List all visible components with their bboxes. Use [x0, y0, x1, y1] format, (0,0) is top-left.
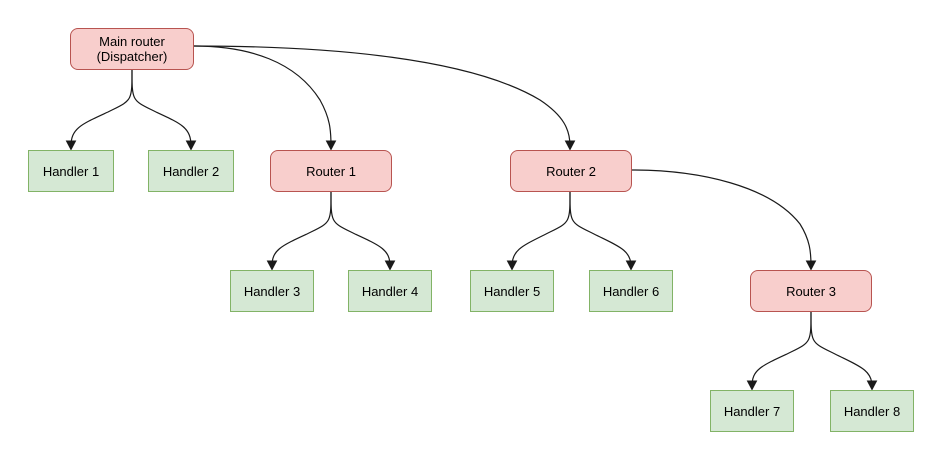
node-label: Main router (Dispatcher)	[96, 34, 168, 64]
node-router3[interactable]: Router 3	[750, 270, 872, 312]
node-handler4[interactable]: Handler 4	[348, 270, 432, 312]
edge-router2-to-router3	[631, 169, 812, 267]
arrow-head-icon	[65, 140, 77, 151]
node-label: Handler 1	[42, 163, 100, 179]
arrow-head-icon	[564, 140, 576, 151]
edge-main-to-router1	[193, 45, 332, 147]
arrow-head-icon	[384, 260, 396, 271]
node-handler6[interactable]: Handler 6	[589, 270, 673, 312]
edge-router3-to-handler8	[810, 311, 873, 387]
arrow-head-icon	[266, 260, 278, 271]
edge-router3-to-handler7	[751, 311, 812, 387]
edge-main-to-handler1	[70, 69, 133, 147]
node-label: Router 1	[306, 163, 356, 179]
edge-router2-to-handler5	[511, 191, 571, 267]
arrow-head-icon	[325, 140, 337, 151]
edge-main-to-router2	[193, 45, 571, 147]
arrow-head-icon	[625, 260, 637, 271]
node-label: Handler 7	[723, 403, 781, 419]
edge-main-to-handler2	[131, 69, 192, 147]
node-label: Handler 6	[602, 283, 660, 299]
edge-router2-to-handler6	[569, 191, 632, 267]
arrow-head-icon	[746, 380, 758, 391]
node-handler1[interactable]: Handler 1	[28, 150, 114, 192]
node-handler8[interactable]: Handler 8	[830, 390, 914, 432]
node-handler5[interactable]: Handler 5	[470, 270, 554, 312]
node-handler3[interactable]: Handler 3	[230, 270, 314, 312]
edge-router1-to-handler3	[271, 191, 332, 267]
node-router2[interactable]: Router 2	[510, 150, 632, 192]
node-main[interactable]: Main router (Dispatcher)	[70, 28, 194, 70]
arrow-head-icon	[185, 140, 197, 151]
node-label: Handler 4	[361, 283, 419, 299]
node-label: Router 3	[786, 283, 836, 299]
edge-router1-to-handler4	[330, 191, 391, 267]
arrow-head-icon	[866, 380, 878, 391]
node-label: Handler 8	[843, 403, 901, 419]
node-router1[interactable]: Router 1	[270, 150, 392, 192]
node-handler7[interactable]: Handler 7	[710, 390, 794, 432]
node-label: Handler 2	[162, 163, 220, 179]
arrow-head-icon	[506, 260, 518, 271]
node-label: Handler 5	[483, 283, 541, 299]
arrow-head-icon	[805, 260, 817, 271]
node-handler2[interactable]: Handler 2	[148, 150, 234, 192]
node-label: Handler 3	[243, 283, 301, 299]
node-label: Router 2	[546, 163, 596, 179]
